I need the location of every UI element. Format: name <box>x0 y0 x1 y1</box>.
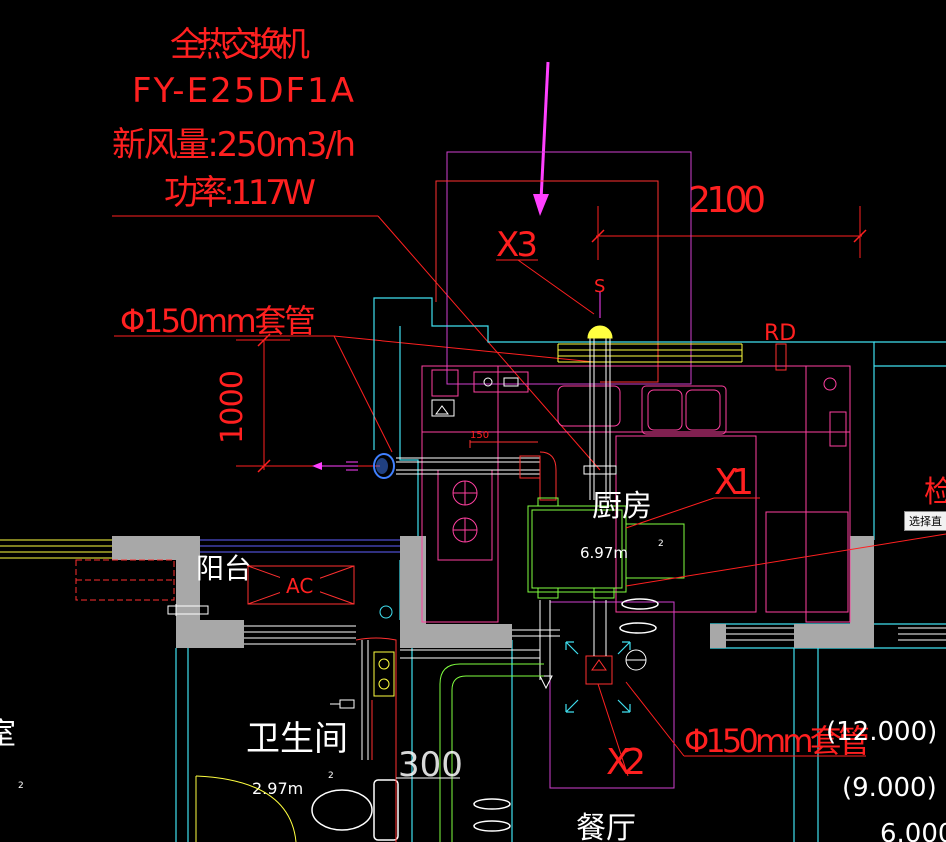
dining-label: 餐厅 <box>576 811 636 842</box>
kitchen-counters <box>421 365 851 623</box>
window-lines-left <box>0 539 112 559</box>
heat-exchanger-unit <box>527 497 685 599</box>
outflow-arrow-head <box>312 462 322 470</box>
pointer-arrow-line <box>539 61 550 201</box>
duct-vertical <box>583 336 617 500</box>
unit-model: FY-E25DF1A <box>132 71 354 111</box>
sleeve-leader-top-3 <box>333 335 393 453</box>
bath-pipes <box>330 640 540 760</box>
sleeve-dia-label: 150 <box>470 430 489 441</box>
elevation-1: (12.000) <box>826 717 937 747</box>
duct-horizontal <box>396 457 540 475</box>
dining-duct-end <box>539 675 553 690</box>
unit-power: 功率:117W <box>164 173 316 213</box>
duct-outlet <box>373 453 395 479</box>
kitchen-label: 厨房 <box>592 489 652 524</box>
left-room-partial: 室 <box>0 717 16 752</box>
duct-to-dining <box>539 600 647 680</box>
bathroom-area-sup: 2 <box>328 771 334 781</box>
left-room-sup: 2 <box>18 781 24 791</box>
x3-zone-magenta <box>446 151 692 385</box>
kitchen-window <box>557 343 743 363</box>
dim-1000-tick-bot <box>257 459 271 473</box>
x3-leader <box>517 259 595 315</box>
dim-1000-text: 1000 <box>215 370 250 444</box>
x3-label: X3 <box>496 225 538 265</box>
toilet <box>311 779 399 841</box>
walls-cyan <box>175 297 946 842</box>
pointer-arrow-head <box>533 194 549 216</box>
dim-2100-tick-r <box>853 229 867 243</box>
bath-wall-red <box>355 637 397 842</box>
command-tooltip: 选择直 <box>904 511 946 531</box>
x2-device <box>585 655 613 685</box>
x3-zone-red <box>435 180 659 383</box>
unit-airflow: 新风量:250m3/h <box>112 125 356 165</box>
ac-pipe <box>167 604 209 616</box>
sleeve-leader-top-2 <box>333 335 595 363</box>
small-white-fixtures <box>431 377 519 417</box>
cooktop <box>437 469 493 561</box>
fixture-ovals <box>473 598 659 832</box>
elevation-3: 6.000 <box>880 819 946 842</box>
sleeve-label-top: Φ150mm套管 <box>120 302 316 340</box>
x2-zone <box>549 601 675 789</box>
duct-top-cap <box>587 325 613 339</box>
unit-title: 全热交换机 <box>170 25 310 65</box>
ac-label: AC <box>286 574 313 598</box>
duct-sleeve-red <box>469 440 557 501</box>
dim-2100-text: 2100 <box>688 180 766 221</box>
ac-label-bg <box>280 574 320 596</box>
bathroom-label: 卫生间 <box>246 719 348 759</box>
diffuser-arrows <box>565 641 631 713</box>
dim-1000-tick-top <box>257 333 271 347</box>
x2-label: X2 <box>606 742 646 783</box>
x2-device-tri <box>591 659 607 671</box>
dining-pipes-green <box>439 663 544 842</box>
x1-label: X1 <box>714 462 754 503</box>
left-ac-unit <box>75 559 175 601</box>
x2-leader <box>597 683 629 777</box>
kitchen-area: 6.97m <box>580 544 628 562</box>
floor-drain <box>379 605 393 619</box>
annotation-leader-diag <box>377 215 601 471</box>
balcony-label: 阳台 <box>196 552 252 585</box>
balcony-lines <box>200 539 400 553</box>
x1-leader <box>625 497 715 529</box>
rd-box <box>775 343 787 371</box>
right-partial-label: 检 <box>924 475 946 510</box>
kitchen-area-sup: 2 <box>658 539 664 549</box>
bath-fixtures <box>373 651 395 697</box>
s-mark: S <box>594 276 605 297</box>
x1-leader-2 <box>625 533 946 587</box>
rd-label: RD <box>764 321 796 346</box>
dim-2100-tick-l <box>591 229 605 243</box>
balcony-rail <box>244 625 946 645</box>
sleeve-label-bottom: Φ150mm套管 <box>684 722 870 760</box>
sleeve-leader-bottom-2 <box>625 681 685 757</box>
dim-300-text: 300 <box>398 745 463 785</box>
bathroom-area: 2.97m <box>252 779 303 798</box>
door-swing <box>195 775 297 842</box>
duct-outlet-inner <box>376 458 388 474</box>
elevation-2: (9.000) <box>842 773 937 803</box>
